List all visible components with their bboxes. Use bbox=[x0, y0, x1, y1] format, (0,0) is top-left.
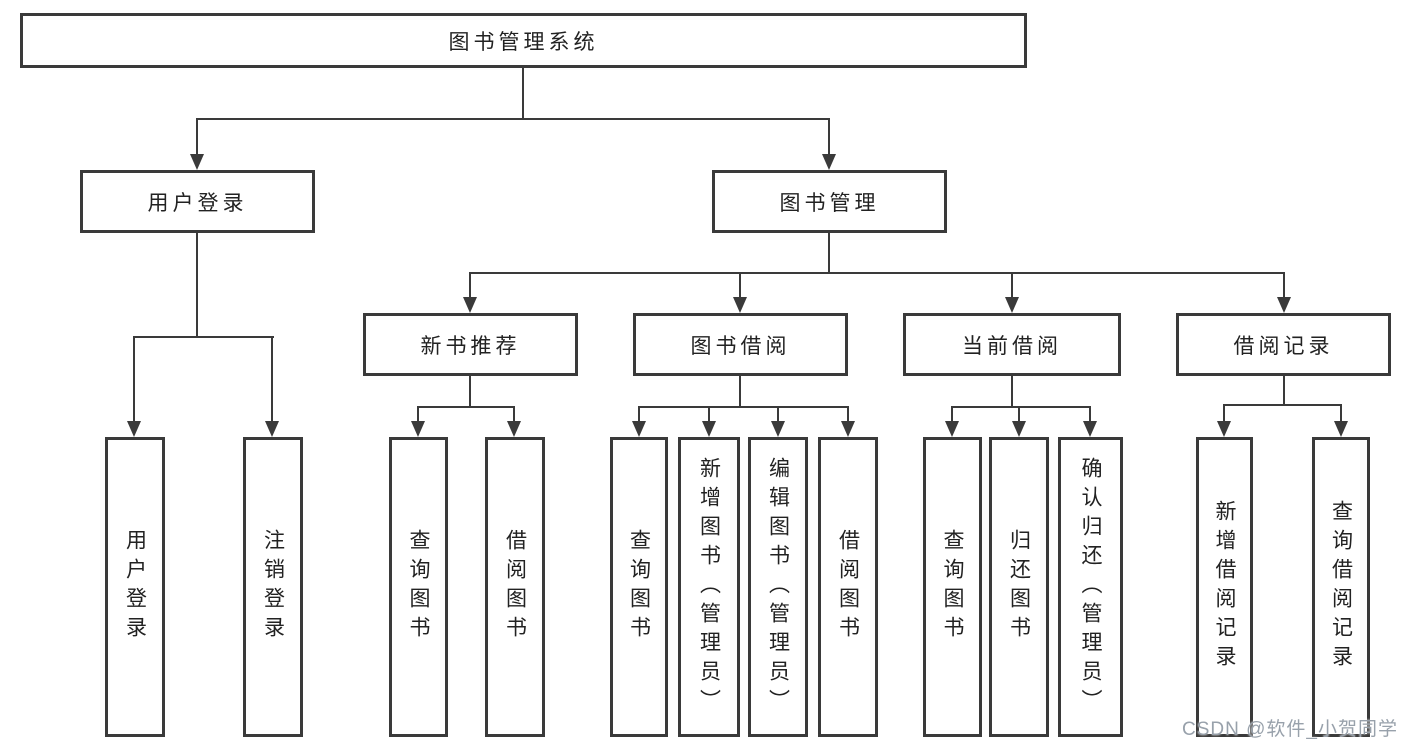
node-user-login-label: 用户登录 bbox=[147, 191, 248, 215]
leaf-br-add-record-label: 新增借阅记录 bbox=[1213, 500, 1236, 674]
leaf-bb-borrow-books-label: 借阅图书 bbox=[836, 529, 860, 645]
node-user-login: 用户登录 bbox=[80, 170, 315, 233]
leaf-nbr-query-books-label: 查询图书 bbox=[407, 529, 430, 645]
node-book-borrowing: 图书借阅 bbox=[633, 313, 848, 376]
connector-arrow-borrowing-records bbox=[1277, 272, 1291, 313]
connector-arrow-nbr-borrow bbox=[507, 406, 521, 437]
connector-user-login-bus bbox=[133, 336, 274, 338]
node-current-borrowing-label: 当前借阅 bbox=[962, 334, 1062, 358]
leaf-bb-add-books-admin-label: 新增图书（管理员） bbox=[697, 456, 721, 718]
node-borrowing-records: 借阅记录 bbox=[1176, 313, 1391, 376]
connector-user-login-stem bbox=[196, 232, 198, 338]
csdn-watermark: CSDN @软件_小贺同学 bbox=[1182, 719, 1398, 740]
leaf-logout-label: 注销登录 bbox=[261, 529, 285, 645]
connector-arrow-bb-borrow bbox=[841, 406, 855, 437]
connector-bb-stem bbox=[739, 375, 741, 408]
leaf-br-query-record-label: 查询借阅记录 bbox=[1329, 500, 1353, 674]
node-root-label: 图书管理系统 bbox=[448, 30, 599, 54]
leaf-br-add-record: 新增借阅记录 bbox=[1196, 437, 1253, 737]
connector-arrow-bb-query bbox=[632, 406, 646, 437]
connector-arrow-cb-query bbox=[945, 406, 959, 437]
node-book-management: 图书管理 bbox=[712, 170, 947, 233]
connector-book-mgmt-bus bbox=[469, 272, 1285, 274]
leaf-cb-query-books: 查询图书 bbox=[923, 437, 982, 737]
leaf-logout: 注销登录 bbox=[243, 437, 303, 737]
connector-arrow-leaf-logout bbox=[265, 336, 279, 437]
node-root: 图书管理系统 bbox=[20, 13, 1027, 68]
leaf-nbr-borrow-books-label: 借阅图书 bbox=[503, 529, 527, 645]
connector-root-stem bbox=[522, 68, 524, 118]
connector-arrow-current-borrowing bbox=[1005, 272, 1019, 313]
connector-arrow-bb-add bbox=[702, 406, 716, 437]
leaf-br-query-record: 查询借阅记录 bbox=[1312, 437, 1370, 737]
connector-root-bus bbox=[196, 118, 830, 120]
connector-br-stem bbox=[1283, 375, 1285, 406]
connector-br-bus bbox=[1223, 404, 1342, 406]
leaf-bb-query-books: 查询图书 bbox=[610, 437, 668, 737]
leaf-bb-query-books-label: 查询图书 bbox=[627, 529, 651, 645]
leaf-user-login: 用户登录 bbox=[105, 437, 165, 737]
connector-arrow-bb-edit bbox=[771, 406, 785, 437]
node-borrowing-records-label: 借阅记录 bbox=[1233, 334, 1334, 358]
connector-arrow-nbr-query bbox=[411, 406, 425, 437]
connector-cb-bus bbox=[951, 406, 1091, 408]
leaf-bb-edit-books-admin-label: 编辑图书（管理员） bbox=[766, 456, 790, 718]
leaf-cb-query-books-label: 查询图书 bbox=[941, 529, 964, 645]
connector-bb-bus bbox=[638, 406, 849, 408]
connector-arrow-cb-confirm bbox=[1083, 406, 1097, 437]
connector-arrow-br-add bbox=[1217, 404, 1231, 437]
node-new-book-recommend-label: 新书推荐 bbox=[420, 334, 521, 358]
connector-arrow-user-login bbox=[190, 118, 204, 170]
connector-nbr-stem bbox=[469, 375, 471, 408]
connector-arrow-br-query bbox=[1334, 404, 1348, 437]
connector-arrow-book-management bbox=[822, 118, 836, 170]
connector-arrow-leaf-user-login bbox=[127, 336, 141, 437]
node-current-borrowing: 当前借阅 bbox=[903, 313, 1121, 376]
connector-book-mgmt-stem bbox=[828, 232, 830, 274]
leaf-bb-edit-books-admin: 编辑图书（管理员） bbox=[748, 437, 808, 737]
node-book-management-label: 图书管理 bbox=[779, 191, 880, 215]
leaf-cb-return-books: 归还图书 bbox=[989, 437, 1049, 737]
leaf-bb-add-books-admin: 新增图书（管理员） bbox=[678, 437, 740, 737]
connector-arrow-book-borrowing bbox=[733, 272, 747, 313]
leaf-cb-confirm-return-admin: 确认归还（管理员） bbox=[1058, 437, 1123, 737]
leaf-cb-confirm-return-admin-label: 确认归还（管理员） bbox=[1079, 456, 1102, 718]
leaf-user-login-label: 用户登录 bbox=[123, 529, 147, 645]
connector-arrow-cb-return bbox=[1012, 406, 1026, 437]
leaf-cb-return-books-label: 归还图书 bbox=[1007, 529, 1031, 645]
leaf-nbr-query-books: 查询图书 bbox=[389, 437, 448, 737]
connector-arrow-new-book-recommend bbox=[463, 272, 477, 313]
connector-cb-stem bbox=[1011, 375, 1013, 408]
connector-nbr-bus bbox=[417, 406, 515, 408]
leaf-bb-borrow-books: 借阅图书 bbox=[818, 437, 878, 737]
leaf-nbr-borrow-books: 借阅图书 bbox=[485, 437, 545, 737]
node-new-book-recommend: 新书推荐 bbox=[363, 313, 578, 376]
node-book-borrowing-label: 图书借阅 bbox=[690, 334, 791, 358]
